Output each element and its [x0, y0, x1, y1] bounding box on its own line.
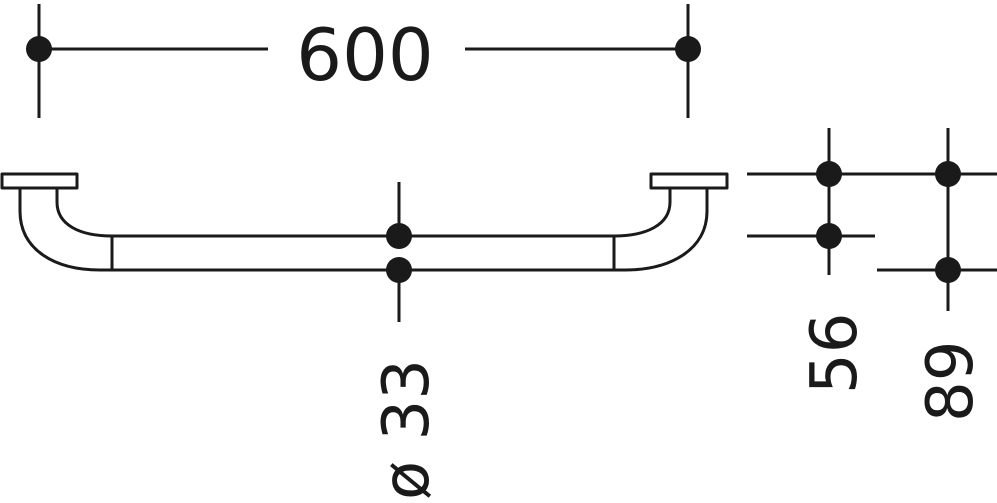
terminator-dot-diameter-bottom [386, 257, 412, 283]
terminator-dot-diameter-top [386, 223, 412, 249]
right-wall-flange [649, 172, 729, 190]
length-dimension-label: 600 [296, 13, 433, 97]
terminator-dot-inner-wall [816, 161, 842, 187]
terminator-dot-length-right [675, 36, 701, 62]
left-wall-flange [0, 172, 79, 190]
terminator-dot-inner-bar [816, 223, 842, 249]
diameter-dimension-label: ø 33 [370, 359, 444, 500]
projection-inner-label: 56 [798, 313, 872, 394]
terminator-dot-outer-bar [935, 257, 961, 283]
bar-outer-outline [18, 188, 709, 272]
projection-outer-label: 89 [914, 341, 988, 422]
terminator-dot-outer-wall [935, 161, 961, 187]
bar-inner-outline [55, 188, 672, 238]
terminator-dot-length-left [26, 36, 52, 62]
